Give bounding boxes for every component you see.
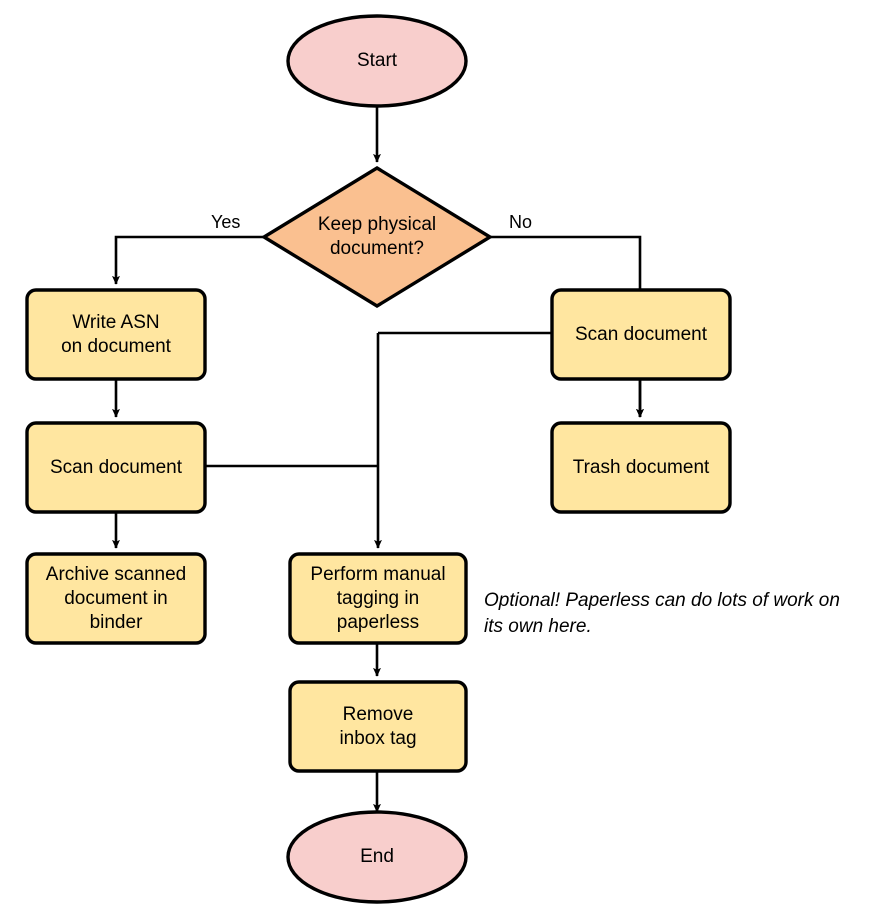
edge-label-yes: Yes [211, 212, 241, 232]
node-scan-document-right[interactable] [550, 288, 732, 381]
node-remove-inbox-tag[interactable] [288, 680, 468, 773]
node-archive-scanned-document[interactable] [25, 552, 207, 645]
optional-note: Optional! Paperless can do lots of work … [484, 590, 840, 637]
node-scan-document-left[interactable] [25, 421, 207, 514]
node-decision-keep-physical-document[interactable] [260, 166, 494, 308]
node-perform-manual-tagging[interactable] [288, 552, 468, 645]
edge-decision-yes-to-write-asn [112, 235, 264, 285]
node-start[interactable] [286, 14, 468, 108]
edge-label-no: No [509, 212, 533, 232]
node-trash-document[interactable] [550, 421, 732, 514]
node-write-asn[interactable] [25, 288, 207, 381]
node-end[interactable] [286, 810, 468, 904]
